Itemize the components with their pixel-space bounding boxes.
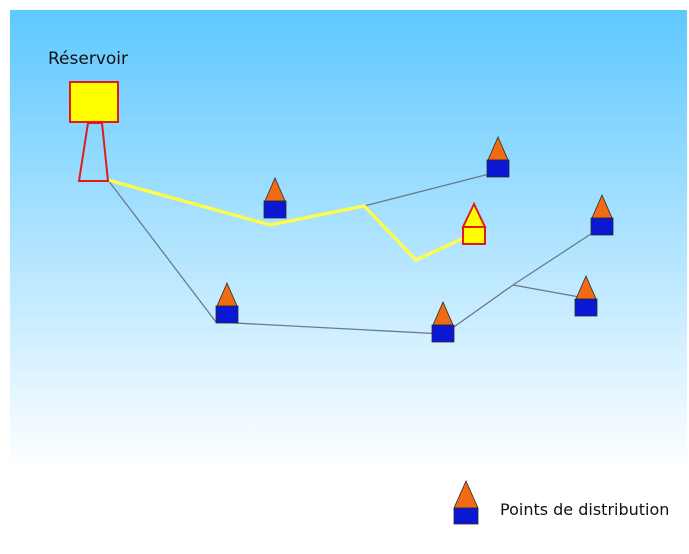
distribution-point-icon bbox=[486, 135, 510, 178]
pipe-branch-right bbox=[512, 284, 586, 299]
distribution-point-icon bbox=[574, 274, 598, 317]
legend-distribution-point-icon bbox=[453, 480, 479, 525]
legend-label: Points de distribution bbox=[500, 500, 670, 519]
distribution-point-icon bbox=[431, 300, 455, 343]
reservoir-label: Réservoir bbox=[48, 49, 128, 69]
water-tower-icon bbox=[69, 81, 119, 182]
distribution-point-icon bbox=[215, 281, 239, 324]
distribution-point-icon bbox=[590, 193, 614, 236]
highlighted-distribution-point-icon bbox=[461, 201, 487, 245]
distribution-point-icon bbox=[263, 176, 287, 219]
sky-background bbox=[10, 10, 687, 550]
highlight-pipe-route bbox=[107, 178, 467, 262]
reservoir-tank bbox=[69, 81, 119, 123]
pipe-branch-upper bbox=[363, 171, 498, 207]
